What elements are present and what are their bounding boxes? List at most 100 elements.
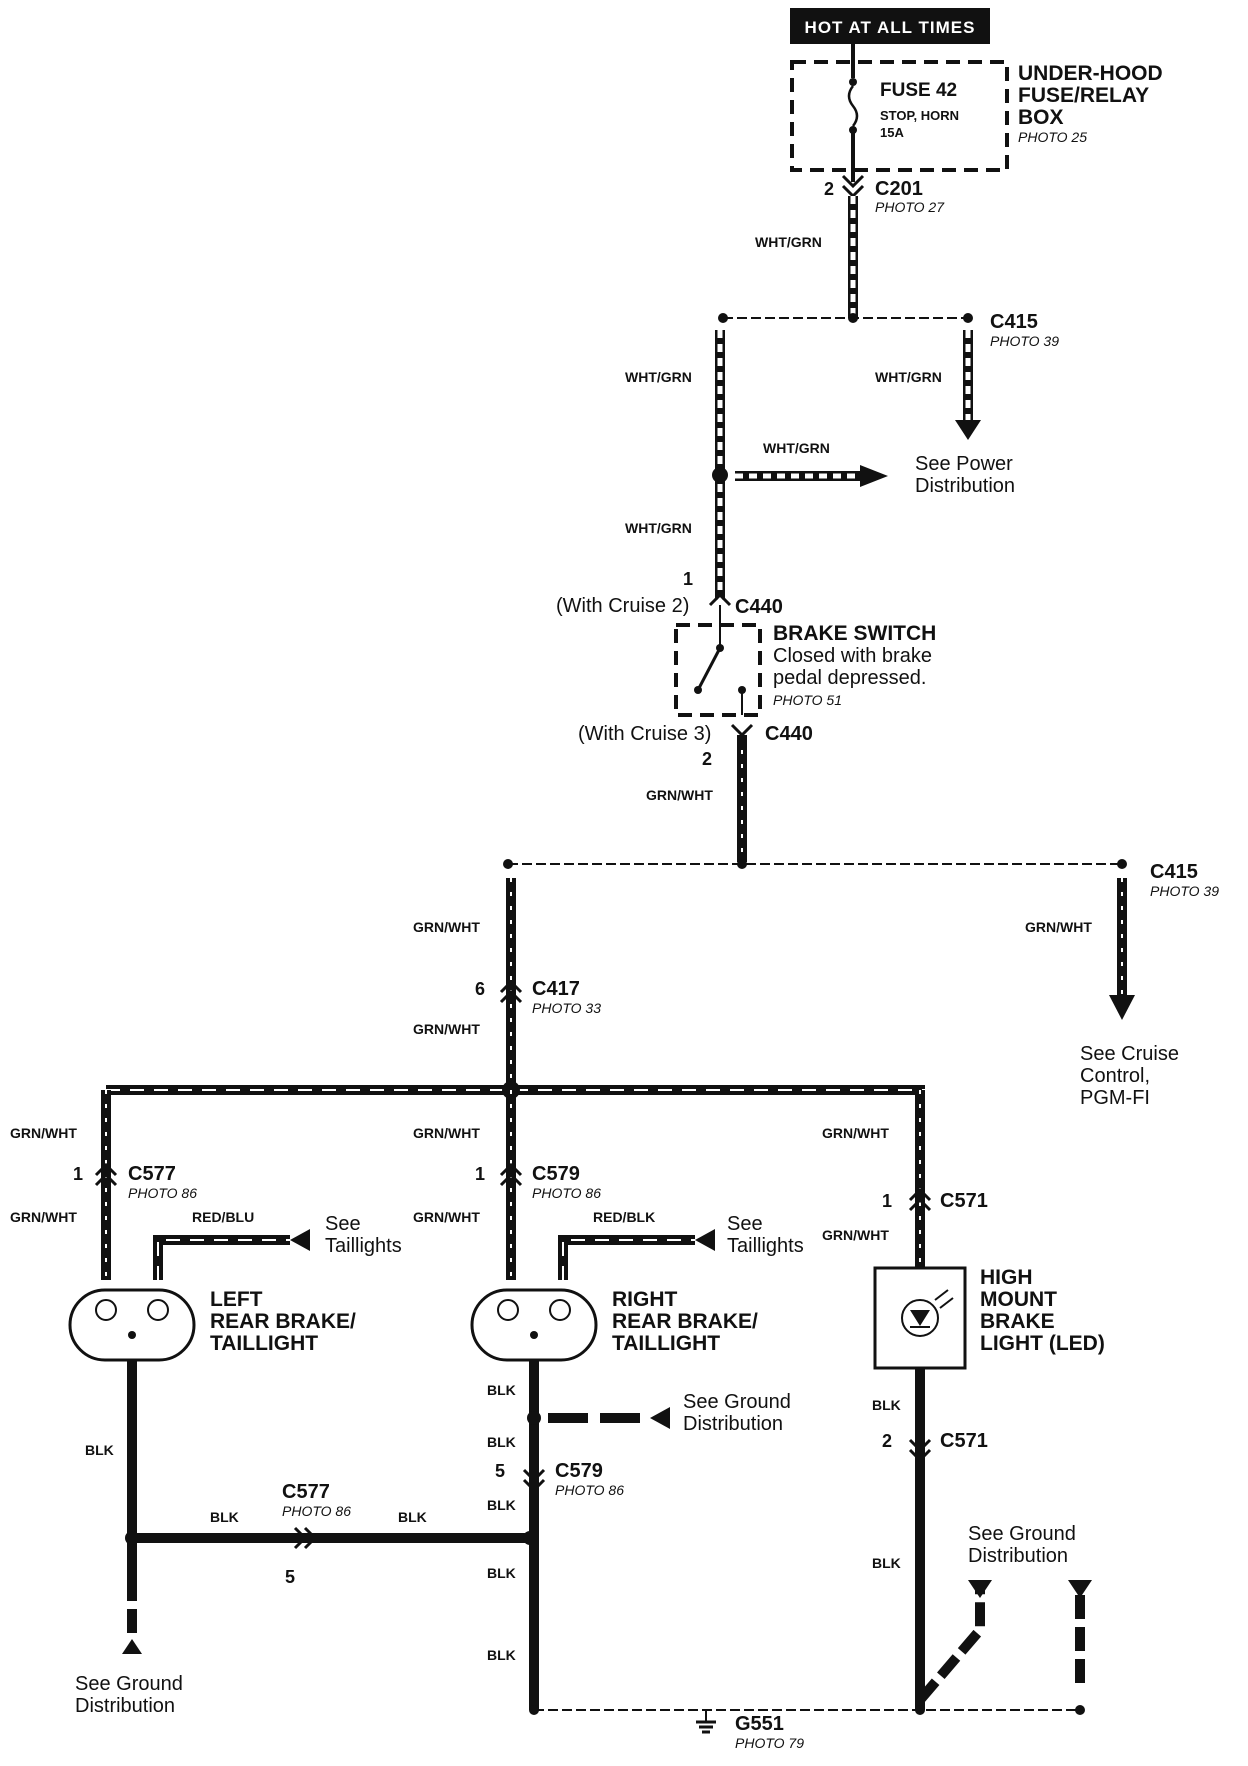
svg-text:BLK: BLK bbox=[872, 1555, 901, 1571]
fuse-rating: 15A bbox=[880, 125, 904, 140]
svg-text:1: 1 bbox=[882, 1191, 892, 1211]
wire-right-lamp: GRN/WHT GRN/WHT bbox=[413, 1090, 516, 1280]
wire-left-lamp: GRN/WHT GRN/WHT bbox=[10, 1090, 111, 1280]
brake-switch: BRAKE SWITCH Closed with brake pedal dep… bbox=[674, 605, 936, 717]
svg-text:LEFT: LEFT bbox=[210, 1288, 263, 1311]
fuse-box-label-1: UNDER-HOOD bbox=[1018, 62, 1163, 85]
svg-text:2: 2 bbox=[882, 1431, 892, 1451]
svg-text:BLK: BLK bbox=[487, 1647, 516, 1663]
svg-text:See Ground: See Ground bbox=[683, 1391, 791, 1413]
svg-text:G551: G551 bbox=[735, 1713, 784, 1735]
svg-text:(With Cruise 2): (With Cruise 2) bbox=[556, 595, 689, 617]
ground-distribution-right: See Ground Distribution bbox=[916, 1523, 1092, 1704]
fuse-desc: STOP, HORN bbox=[880, 108, 959, 123]
right-rear-brake-taillight: RIGHT REAR BRAKE/ TAILLIGHT bbox=[470, 1288, 758, 1362]
ground-g551: G551 PHOTO 79 bbox=[529, 1705, 1085, 1751]
svg-text:TAILLIGHT: TAILLIGHT bbox=[612, 1332, 720, 1355]
c415-mid-bus: C415 PHOTO 39 bbox=[503, 859, 1219, 899]
wire-wht-grn-1: WHT/GRN bbox=[755, 196, 858, 318]
svg-text:C577: C577 bbox=[128, 1163, 176, 1185]
svg-text:Distribution: Distribution bbox=[915, 475, 1015, 497]
svg-text:BLK: BLK bbox=[210, 1509, 239, 1525]
svg-text:BLK: BLK bbox=[872, 1397, 901, 1413]
svg-text:See Ground: See Ground bbox=[75, 1673, 183, 1695]
svg-text:C415: C415 bbox=[1150, 861, 1198, 883]
svg-text:GRN/WHT: GRN/WHT bbox=[413, 1125, 480, 1141]
svg-text:HOT AT ALL TIMES: HOT AT ALL TIMES bbox=[805, 18, 976, 37]
svg-text:BLK: BLK bbox=[487, 1434, 516, 1450]
svg-text:PHOTO 51: PHOTO 51 bbox=[773, 692, 842, 708]
svg-text:Distribution: Distribution bbox=[968, 1545, 1068, 1567]
svg-text:PHOTO 27: PHOTO 27 bbox=[875, 199, 945, 215]
svg-text:Control,: Control, bbox=[1080, 1065, 1150, 1087]
svg-text:PHOTO 33: PHOTO 33 bbox=[532, 1000, 601, 1016]
svg-text:Distribution: Distribution bbox=[75, 1695, 175, 1717]
svg-text:C440: C440 bbox=[765, 723, 813, 745]
svg-text:See: See bbox=[727, 1213, 763, 1235]
svg-text:HIGH: HIGH bbox=[980, 1266, 1033, 1289]
connector-c577-top: 1 C577 PHOTO 86 bbox=[73, 1162, 197, 1201]
c415-top-bus: C415 PHOTO 39 bbox=[718, 311, 1059, 349]
svg-text:C201: C201 bbox=[875, 178, 923, 200]
wire-grn-wht-1: GRN/WHT bbox=[646, 735, 747, 862]
high-mount-brake-light: HIGH MOUNT BRAKE LIGHT (LED) bbox=[873, 1266, 1105, 1370]
svg-text:MOUNT: MOUNT bbox=[980, 1288, 1057, 1311]
svg-text:REAR BRAKE/: REAR BRAKE/ bbox=[210, 1310, 356, 1333]
svg-text:C579: C579 bbox=[555, 1460, 603, 1482]
fuse-name: FUSE 42 bbox=[880, 80, 957, 101]
svg-text:Taillights: Taillights bbox=[325, 1235, 402, 1257]
svg-text:RED/BLK: RED/BLK bbox=[593, 1209, 655, 1225]
svg-text:BLK: BLK bbox=[398, 1509, 427, 1525]
svg-text:GRN/WHT: GRN/WHT bbox=[413, 919, 480, 935]
svg-text:GRN/WHT: GRN/WHT bbox=[413, 1021, 480, 1037]
svg-text:BLK: BLK bbox=[487, 1565, 516, 1581]
svg-text:Closed with brake: Closed with brake bbox=[773, 645, 932, 667]
wire-blk-c577: BLK BLK C577 PHOTO 86 5 bbox=[132, 1481, 537, 1587]
svg-text:6: 6 bbox=[475, 979, 485, 999]
connector-c571-top: 1 C571 bbox=[882, 1187, 988, 1212]
svg-text:WHT/GRN: WHT/GRN bbox=[763, 440, 830, 456]
wire-hmbl: GRN/WHT GRN/WHT bbox=[822, 1090, 925, 1268]
fuse-relay-box: FUSE 42 STOP, HORN 15A UNDER-HOOD FUSE/R… bbox=[790, 44, 1163, 182]
wire-red-blu: RED/BLU See Taillights bbox=[153, 1209, 402, 1280]
connector-c201: 2 C201 PHOTO 27 bbox=[824, 174, 945, 215]
svg-text:BLK: BLK bbox=[85, 1442, 114, 1458]
wire-grn-wht-trunk: GRN/WHT GRN/WHT bbox=[413, 878, 516, 1090]
connector-c440-top: 1 (With Cruise 2) C440 bbox=[556, 569, 783, 618]
wire-blk-hmbl: BLK BLK bbox=[872, 1368, 925, 1710]
svg-text:GRN/WHT: GRN/WHT bbox=[10, 1125, 77, 1141]
power-distribution-branch: WHT/GRN See Power Distribution bbox=[735, 440, 1015, 497]
svg-text:GRN/WHT: GRN/WHT bbox=[822, 1227, 889, 1243]
svg-text:2: 2 bbox=[702, 749, 712, 769]
svg-text:GRN/WHT: GRN/WHT bbox=[10, 1209, 77, 1225]
svg-text:PHOTO 86: PHOTO 86 bbox=[555, 1482, 624, 1498]
svg-text:C571: C571 bbox=[940, 1190, 988, 1212]
connector-c579-top: 1 C579 PHOTO 86 bbox=[475, 1162, 601, 1201]
svg-text:See Power: See Power bbox=[915, 453, 1013, 475]
svg-text:C415: C415 bbox=[990, 311, 1038, 333]
svg-text:PHOTO 39: PHOTO 39 bbox=[990, 333, 1059, 349]
connector-c417: 6 C417 PHOTO 33 bbox=[475, 978, 601, 1016]
svg-text:See Cruise: See Cruise bbox=[1080, 1043, 1179, 1065]
svg-text:WHT/GRN: WHT/GRN bbox=[625, 520, 692, 536]
svg-text:PHOTO 39: PHOTO 39 bbox=[1150, 883, 1219, 899]
svg-text:5: 5 bbox=[285, 1567, 295, 1587]
hot-at-all-times-banner: HOT AT ALL TIMES bbox=[790, 8, 990, 44]
wire-blk-right: BLK BLK BLK BLK BLK See Ground Distribut… bbox=[487, 1360, 791, 1710]
svg-text:C417: C417 bbox=[532, 978, 580, 1000]
svg-text:GRN/WHT: GRN/WHT bbox=[1025, 919, 1092, 935]
svg-text:GRN/WHT: GRN/WHT bbox=[413, 1209, 480, 1225]
svg-text:Distribution: Distribution bbox=[683, 1413, 783, 1435]
fuse-box-label-2: FUSE/RELAY bbox=[1018, 84, 1149, 107]
svg-text:REAR BRAKE/: REAR BRAKE/ bbox=[612, 1310, 758, 1333]
svg-text:1: 1 bbox=[683, 569, 693, 589]
wire-red-blk: RED/BLK See Taillights bbox=[558, 1209, 804, 1280]
svg-text:WHT/GRN: WHT/GRN bbox=[755, 234, 822, 250]
svg-text:C577: C577 bbox=[282, 1481, 330, 1503]
svg-text:GRN/WHT: GRN/WHT bbox=[822, 1125, 889, 1141]
svg-text:See: See bbox=[325, 1213, 361, 1235]
svg-text:RED/BLU: RED/BLU bbox=[192, 1209, 254, 1225]
svg-text:BRAKE SWITCH: BRAKE SWITCH bbox=[773, 622, 936, 645]
svg-text:2: 2 bbox=[824, 179, 834, 199]
